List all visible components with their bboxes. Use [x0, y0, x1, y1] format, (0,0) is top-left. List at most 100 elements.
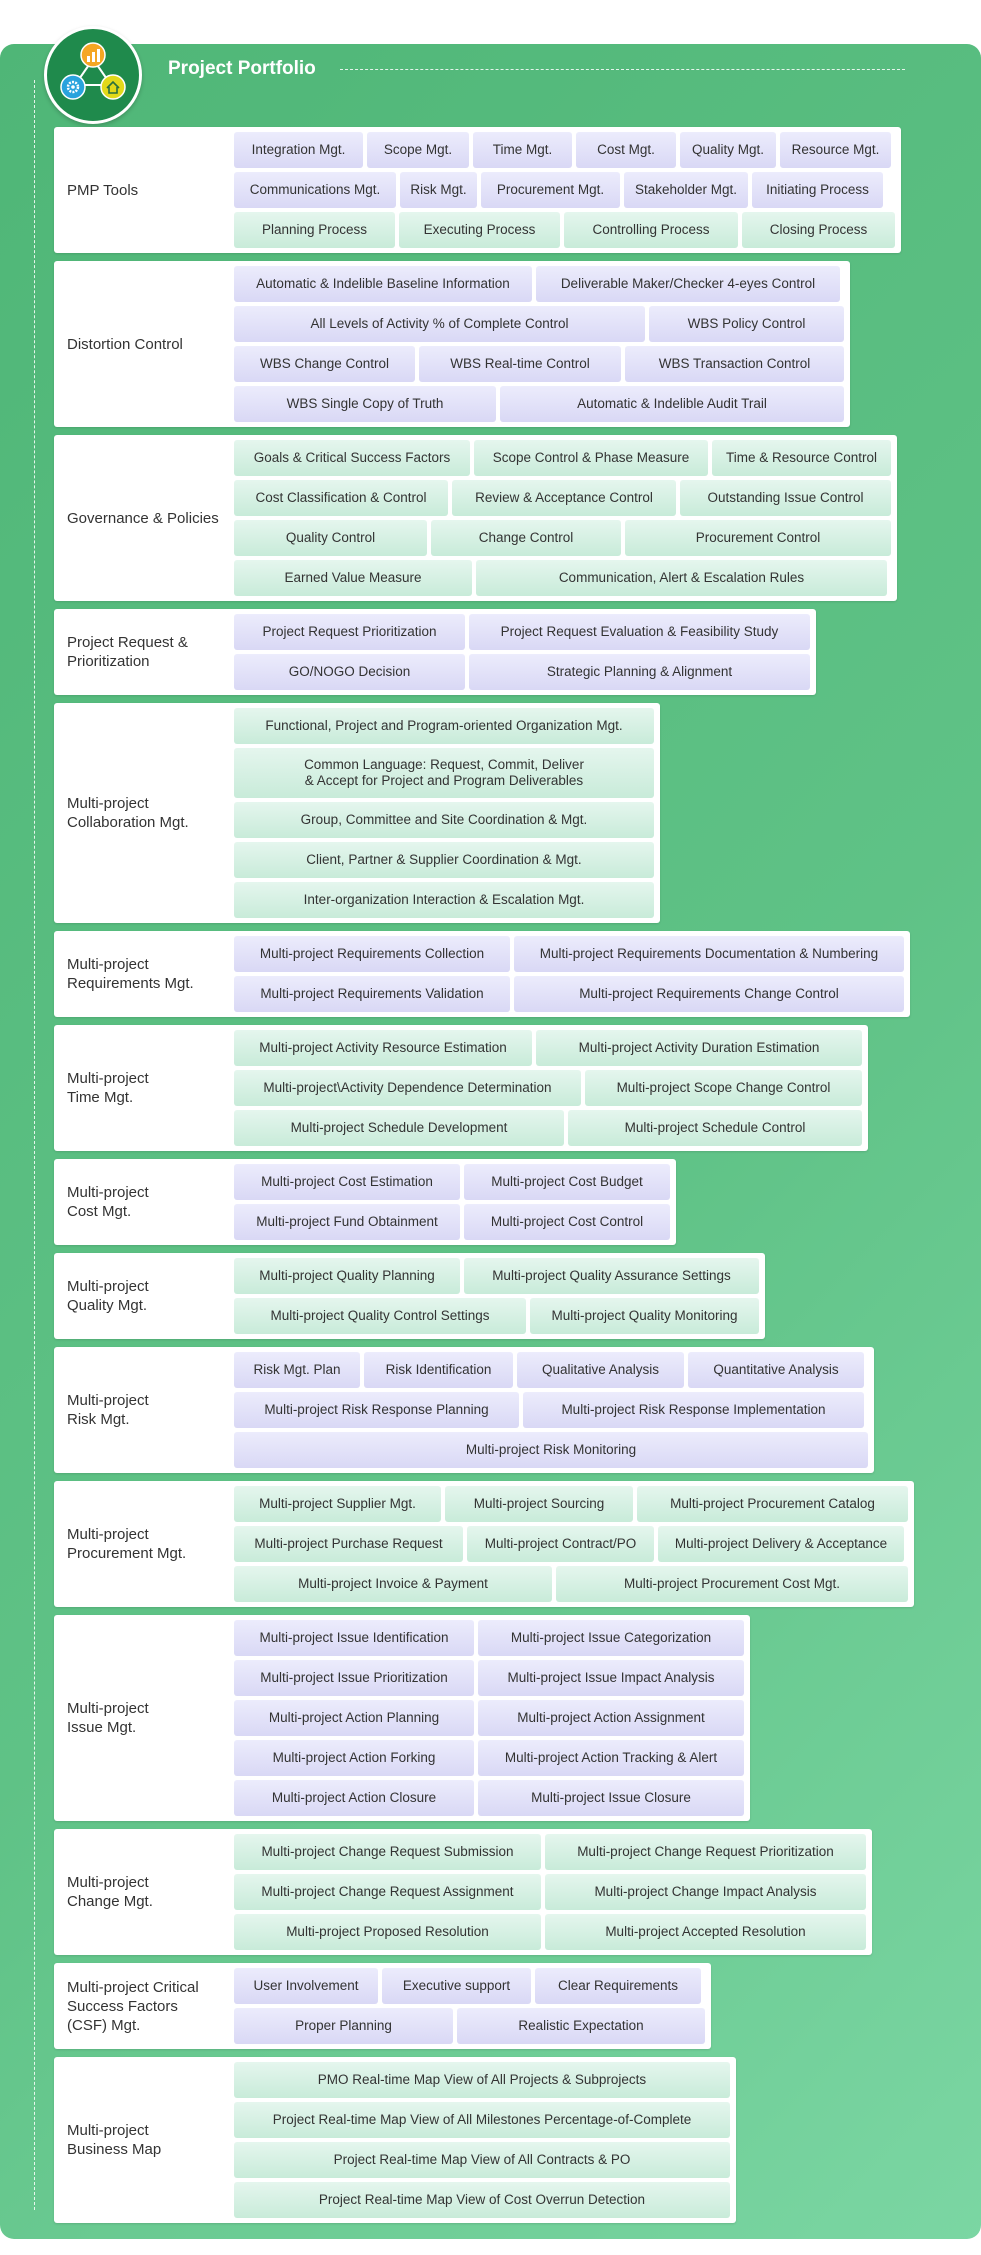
item-row: Project Real-time Map View of Cost Overr…	[232, 2180, 732, 2220]
item-row: Group, Committee and Site Coordination &…	[232, 800, 656, 840]
item-chip: Risk Mgt. Plan	[234, 1352, 360, 1388]
section-items: Multi-project Activity Resource Estimati…	[232, 1025, 868, 1151]
item-chip: Multi-project Quality Monitoring	[530, 1298, 759, 1334]
item-chip: Communication, Alert & Escalation Rules	[476, 560, 887, 596]
item-row: Multi-project Supplier Mgt.Multi-project…	[232, 1484, 910, 1524]
item-chip: Planning Process	[234, 212, 395, 248]
item-chip: Project Real-time Map View of All Contra…	[234, 2142, 730, 2178]
item-chip: Cost Mgt.	[576, 132, 676, 168]
item-chip: Quantitative Analysis	[688, 1352, 864, 1388]
section-label: Multi-project Critical Success Factors (…	[67, 1978, 199, 2034]
item-chip: Multi-project Issue Categorization	[478, 1620, 744, 1656]
item-chip: Qualitative Analysis	[517, 1352, 684, 1388]
item-chip: Scope Mgt.	[367, 132, 469, 168]
item-chip: Multi-project Risk Response Planning	[234, 1392, 519, 1428]
section-card: Multi-project Critical Success Factors (…	[54, 1963, 711, 2049]
item-row: Automatic & Indelible Baseline Informati…	[232, 264, 846, 304]
item-row: Multi-project\Activity Dependence Determ…	[232, 1068, 864, 1108]
item-chip: Multi-project Requirements Validation	[234, 976, 510, 1012]
item-chip: Review & Acceptance Control	[452, 480, 676, 516]
section-card: Multi-project Requirements Mgt.Multi-pro…	[54, 931, 910, 1017]
item-row: Project Real-time Map View of All Contra…	[232, 2140, 732, 2180]
item-chip: Scope Control & Phase Measure	[474, 440, 708, 476]
item-chip: Risk Mgt.	[400, 172, 477, 208]
section-label: Multi-project Issue Mgt.	[67, 1700, 149, 1736]
item-row: Integration Mgt.Scope Mgt.Time Mgt.Cost …	[232, 130, 897, 170]
item-chip: Multi-project Supplier Mgt.	[234, 1486, 441, 1522]
item-chip: Multi-project Activity Duration Estimati…	[536, 1030, 862, 1066]
item-chip: Procurement Control	[625, 520, 891, 556]
item-chip: Multi-project Schedule Development	[234, 1110, 564, 1146]
item-chip: User Involvement	[234, 1968, 378, 2004]
item-chip: Multi-project Contract/PO	[467, 1526, 654, 1562]
item-chip: Multi-project Requirements Change Contro…	[514, 976, 904, 1012]
item-chip: Multi-project Requirements Documentation…	[514, 936, 904, 972]
item-row: Inter-organization Interaction & Escalat…	[232, 880, 656, 920]
item-chip: Multi-project Purchase Request	[234, 1526, 463, 1562]
section-card: Multi-project Procurement Mgt.Multi-proj…	[54, 1481, 914, 1607]
item-chip: Proper Planning	[234, 2008, 453, 2044]
item-chip: All Levels of Activity % of Complete Con…	[234, 306, 645, 342]
item-chip: Resource Mgt.	[780, 132, 891, 168]
section-label: Multi-project Cost Mgt.	[67, 1184, 149, 1220]
item-chip: Multi-project Issue Identification	[234, 1620, 474, 1656]
section-label: Multi-project Quality Mgt.	[67, 1278, 149, 1314]
section-label: Distortion Control	[67, 335, 183, 353]
item-chip: Multi-project Action Assignment	[478, 1700, 744, 1736]
section-items: Functional, Project and Program-oriented…	[232, 703, 660, 923]
item-chip: Multi-project Activity Resource Estimati…	[234, 1030, 532, 1066]
item-chip: Multi-project Risk Monitoring	[234, 1432, 868, 1468]
item-chip: WBS Single Copy of Truth	[234, 386, 496, 422]
item-chip: Multi-project Fund Obtainment	[234, 1204, 460, 1240]
section-items: Multi-project Supplier Mgt.Multi-project…	[232, 1481, 914, 1607]
item-chip: Initiating Process	[752, 172, 883, 208]
item-chip: Executing Process	[399, 212, 560, 248]
item-chip: Multi-project Sourcing	[445, 1486, 633, 1522]
item-chip: Stakeholder Mgt.	[624, 172, 748, 208]
item-chip: Outstanding Issue Control	[680, 480, 891, 516]
item-chip: Time & Resource Control	[712, 440, 891, 476]
section-label: Multi-project Time Mgt.	[67, 1070, 149, 1106]
item-chip: WBS Transaction Control	[625, 346, 844, 382]
item-chip: Multi-project Quality Control Settings	[234, 1298, 526, 1334]
item-chip: Deliverable Maker/Checker 4-eyes Control	[536, 266, 840, 302]
item-chip: Group, Committee and Site Coordination &…	[234, 802, 654, 838]
item-chip: Multi-project Issue Closure	[478, 1780, 744, 1816]
item-chip: WBS Change Control	[234, 346, 415, 382]
item-chip: Multi-project Risk Response Implementati…	[523, 1392, 864, 1428]
item-chip: Controlling Process	[564, 212, 738, 248]
item-chip: Strategic Planning & Alignment	[469, 654, 810, 690]
item-chip: Multi-project Change Request Prioritizat…	[545, 1834, 866, 1870]
item-chip: Multi-project Delivery & Acceptance	[658, 1526, 904, 1562]
item-chip: Multi-project Action Planning	[234, 1700, 474, 1736]
item-chip: Communications Mgt.	[234, 172, 396, 208]
item-chip: PMO Real-time Map View of All Projects &…	[234, 2062, 730, 2098]
section-label: Project Request & Prioritization	[67, 634, 188, 670]
item-chip: Project Request Prioritization	[234, 614, 465, 650]
item-chip: Executive support	[382, 1968, 531, 2004]
home-icon	[100, 74, 126, 100]
